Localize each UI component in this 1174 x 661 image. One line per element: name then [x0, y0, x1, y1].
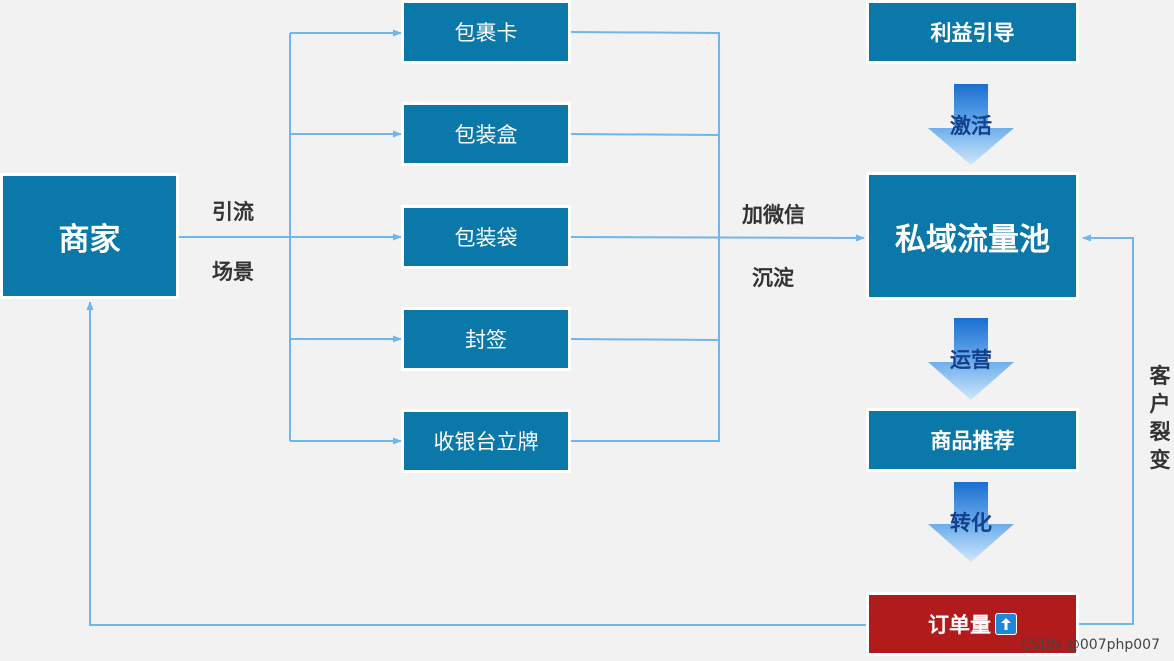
package-box-label: 包装盒	[454, 123, 518, 147]
activate-label: 激活	[950, 114, 992, 138]
package-card-label: 包裹卡	[454, 21, 518, 45]
package-card-box: 包裹卡	[401, 0, 571, 64]
loop-back-to-merchant-line	[86, 301, 866, 626]
order-volume-label: 订单量	[928, 613, 991, 637]
watermark: CSDN @007php007	[1021, 637, 1160, 653]
cashier-stand-box: 收银台立牌	[401, 409, 571, 473]
operate-down-arrow	[928, 318, 1014, 400]
package-bag-label: 包装袋	[454, 226, 518, 250]
traffic-scene-label-1: 引流	[212, 200, 254, 224]
add-wechat-label-2: 沉淀	[752, 266, 794, 290]
benefit-guide-box: 利益引导	[866, 0, 1079, 64]
benefit-guide-label: 利益引导	[930, 21, 1015, 45]
customer-fission-char: 裂	[1149, 420, 1171, 444]
merge-line-box	[570, 133, 720, 136]
arrow-to-private-pool	[570, 234, 865, 242]
product-recommend-label: 商品推荐	[930, 429, 1015, 453]
add-wechat-label-1: 加微信	[742, 203, 805, 227]
cashier-stand-label: 收银台立牌	[433, 430, 539, 454]
customer-fission-char: 变	[1149, 448, 1171, 472]
customer-fission-label: 客 户 裂 变	[1147, 362, 1173, 474]
package-bag-box: 包装袋	[401, 205, 571, 269]
package-box-box: 包装盒	[401, 102, 571, 166]
convert-down-arrow	[928, 482, 1014, 562]
customer-fission-char: 客	[1149, 364, 1171, 388]
merchant-box: 商家	[0, 173, 179, 299]
private-pool-label: 私域流量池	[895, 221, 1050, 258]
seal-box: 封签	[401, 307, 571, 371]
order-volume-box: 订单量	[866, 592, 1079, 656]
seal-label: 封签	[465, 328, 507, 352]
merge-line-seal	[570, 338, 720, 341]
customer-fission-loop-line	[1079, 234, 1134, 625]
operate-label: 运营	[950, 348, 992, 372]
customer-fission-char: 户	[1149, 392, 1171, 416]
product-recommend-box: 商品推荐	[866, 408, 1079, 472]
activate-down-arrow	[928, 84, 1014, 165]
traffic-scene-label-2: 场景	[212, 260, 254, 284]
private-pool-box: 私域流量池	[866, 172, 1079, 300]
merchant-label: 商家	[58, 221, 121, 258]
up-arrow-icon	[995, 613, 1017, 635]
convert-label: 转化	[950, 511, 992, 535]
